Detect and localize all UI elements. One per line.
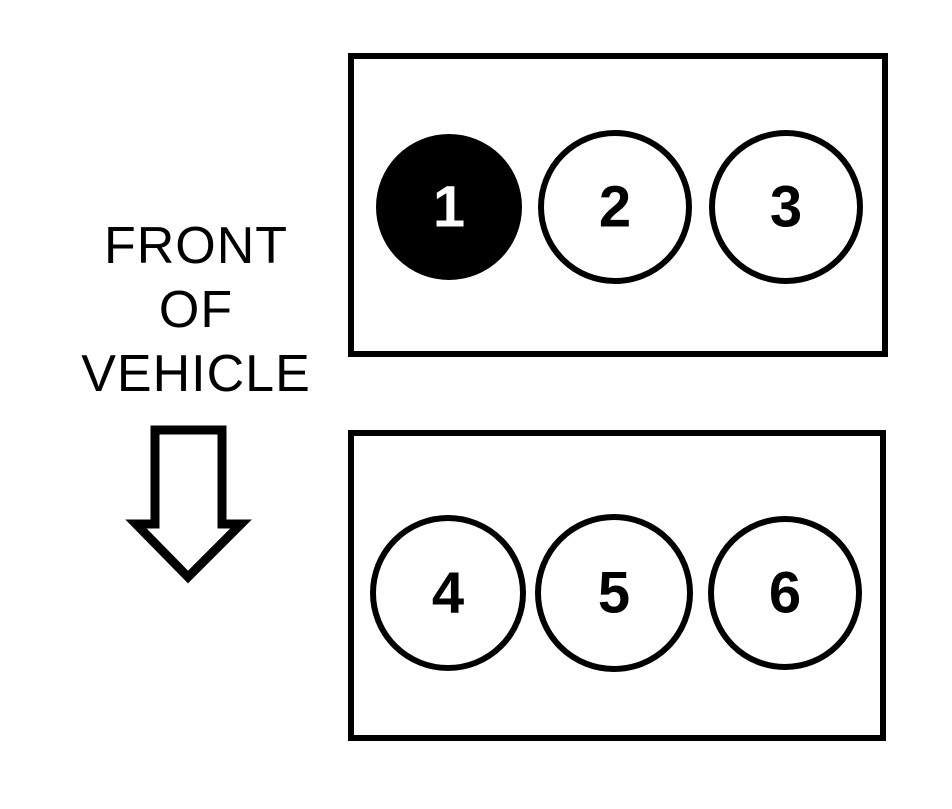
- cylinder-2-number: 2: [599, 174, 631, 239]
- front-of-vehicle-label: FRONT OF VEHICLE: [81, 217, 311, 403]
- cylinder-6-circle[interactable]: [708, 516, 862, 670]
- cylinder-1-number: 1: [433, 174, 465, 239]
- cylinder-5-number: 5: [598, 560, 630, 625]
- cylinder-3-circle[interactable]: [709, 130, 863, 284]
- cylinder-4-number: 4: [432, 560, 464, 625]
- cylinder-4-circle[interactable]: [370, 515, 526, 671]
- cylinder-1[interactable]: 1: [376, 134, 522, 280]
- cylinder-3[interactable]: 3: [709, 130, 863, 284]
- cylinder-2-circle[interactable]: [538, 130, 692, 284]
- cylinder-4[interactable]: 4: [370, 515, 526, 671]
- cylinder-3-number: 3: [770, 174, 802, 239]
- down-arrow-icon: [125, 425, 252, 584]
- down-arrow-shape: [125, 425, 252, 584]
- cylinder-1-circle[interactable]: [376, 134, 522, 280]
- cylinder-5[interactable]: 5: [535, 514, 693, 672]
- cylinder-6-number: 6: [769, 560, 801, 625]
- front-label-line-2: OF: [159, 281, 233, 339]
- front-bank-group: 4 5 6: [348, 430, 886, 741]
- cylinder-6[interactable]: 6: [708, 516, 862, 670]
- cylinder-5-circle[interactable]: [535, 514, 693, 672]
- cylinder-2[interactable]: 2: [538, 130, 692, 284]
- rear-bank-group: 1 2 3: [348, 53, 888, 357]
- front-label-line-1: FRONT: [104, 217, 288, 275]
- front-label-line-3: VEHICLE: [81, 345, 311, 403]
